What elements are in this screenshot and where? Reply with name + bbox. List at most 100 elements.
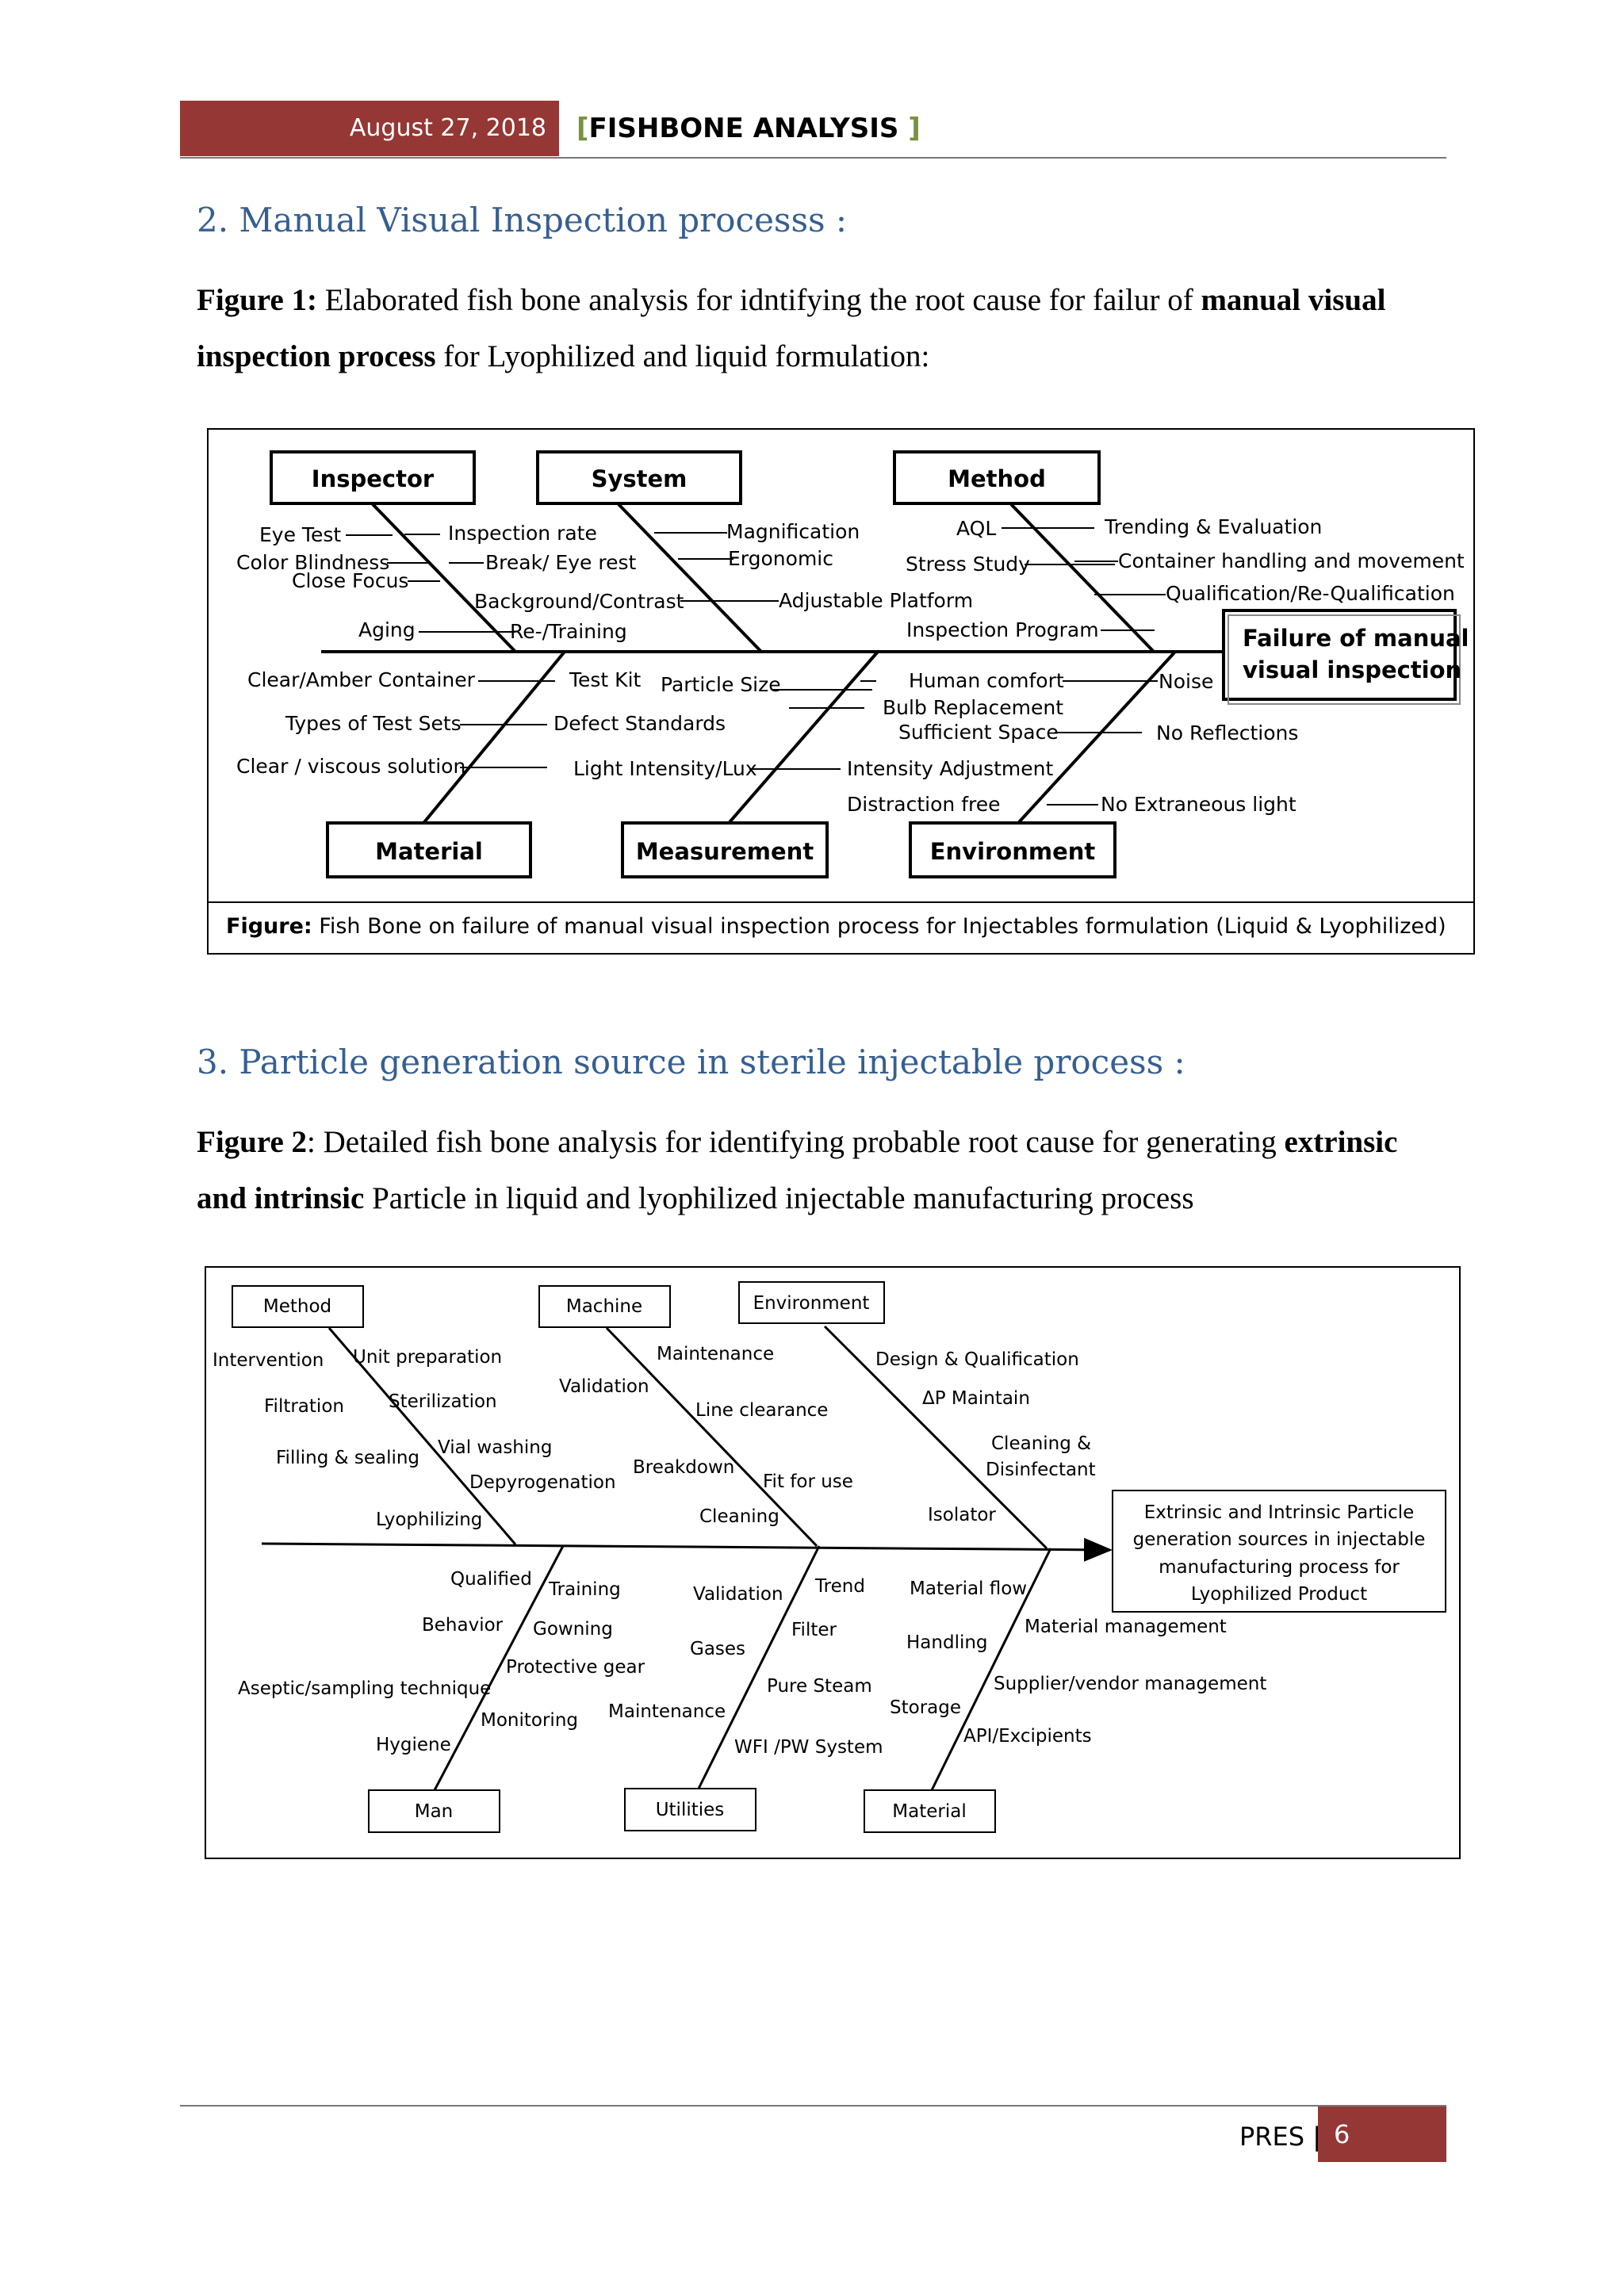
cause-adjustable-platform: Adjustable Platform [779,589,973,612]
bone-material-2 [930,1548,1052,1791]
svg-text:Lyophilized Product: Lyophilized Product [1191,1584,1367,1605]
cause-wfi-pw-system: WFI /PW System [734,1737,883,1758]
category-box-method: Method [893,450,1101,505]
figure-1-bold-text: manual visual inspection process [197,283,1386,373]
cause-storage: Storage [890,1697,961,1718]
section-2-heading: 2. Manual Visual Inspection processs : [197,201,848,239]
cause-api-excipients: API/Excipients [963,1726,1092,1747]
figure-2-frame [205,1266,1461,1859]
footer-rule [180,2105,1446,2107]
cause-sufficient-space: Sufficient Space [898,721,1059,744]
header-date: August 27, 2018 [180,101,559,156]
cause-clear-viscous-solution: Clear / viscous solution [236,755,465,778]
cause-inspection-rate: Inspection rate [448,522,597,545]
category-box-man: Man [368,1789,500,1833]
cause-lyophilizing: Lyophilizing [376,1510,482,1530]
header-bracket-open: [ [576,113,589,144]
cause-trend: Trend [814,1576,865,1597]
cause-light-intensity: Light Intensity/Lux [573,757,757,780]
figure-1-caption: Figure: Fish Bone on failure of manual v… [226,914,1446,939]
cause-cleaning-disinfectant-2: Disinfectant [986,1460,1096,1480]
cause-handling: Handling [906,1632,988,1653]
cause-test-kit: Test Kit [569,668,642,691]
cause-aql: AQL [956,517,996,540]
cause-noise: Noise [1159,670,1213,693]
header-title: [FISHBONE ANALYSIS ] [576,109,921,147]
cause-supplier-vendor-management: Supplier/vendor management [994,1674,1266,1694]
bone-method-2 [327,1327,517,1545]
cause-aseptic-sampling: Aseptic/sampling technique [238,1678,491,1699]
category-box-material-2: Material [864,1789,996,1833]
cause-breakdown: Breakdown [633,1457,734,1478]
cause-behavior: Behavior [422,1615,504,1636]
effect-box-figure-2: Extrinsic and Intrinsic Particle generat… [1112,1490,1446,1613]
cause-filling-sealing: Filling & sealing [276,1448,419,1468]
figure-2-spine [261,1537,1113,1562]
bone-man [433,1545,565,1791]
figure-1-description: Figure 1: Elaborated fish bone analysis … [197,272,1442,385]
bone-system [617,503,763,653]
figure-1-caption-label: Figure: [226,914,312,939]
bone-machine [605,1326,818,1548]
cause-types-of-test-sets: Types of Test Sets [285,712,462,735]
effect-box-figure-1: Failure of manual visual inspection [1222,609,1469,705]
svg-text:manufacturing process for: manufacturing process for [1159,1557,1400,1578]
cause-re-training: Re-/Training [510,620,627,643]
category-box-environment-2: Environment [738,1281,885,1324]
bone-environment-2 [823,1325,1048,1550]
category-box-system: System [536,450,742,505]
figure-1-text-b: for Lyophilized and liquid formulation: [435,339,930,373]
cause-bulb-replacement: Bulb Replacement [883,696,1063,719]
svg-text:Utilities: Utilities [656,1800,725,1820]
cause-training: Training [548,1579,621,1600]
cause-protective-gear: Protective gear [506,1657,645,1678]
cause-clear-amber-container: Clear/Amber Container [247,668,476,691]
cause-material-flow: Material flow [910,1578,1027,1599]
footer-label: PRES | [1239,2122,1321,2152]
cause-qualification: Qualification/Re-Qualification [1166,582,1455,605]
svg-text:Environment: Environment [753,1293,870,1314]
cause-qualified: Qualified [450,1569,532,1590]
cause-fit-for-use: Fit for use [763,1471,853,1492]
cause-background-contrast: Background/Contrast [474,590,684,613]
cause-monitoring: Monitoring [481,1710,578,1731]
cause-hygiene: Hygiene [376,1735,451,1755]
cause-validation-machine: Validation [559,1376,649,1397]
cause-no-extraneous-light: No Extraneous light [1101,793,1297,816]
cause-intensity-adjustment: Intensity Adjustment [847,757,1053,780]
svg-text:Failure of manual: Failure of manual [1243,625,1469,652]
svg-text:Inspector: Inspector [312,465,435,492]
svg-text:Method: Method [263,1296,331,1317]
bone-material [423,650,566,824]
figure-2-description: Figure 2: Detailed fish bone analysis fo… [197,1114,1442,1226]
svg-text:Material: Material [375,838,483,865]
svg-text:generation sources in injectab: generation sources in injectable [1133,1529,1426,1550]
svg-text:visual inspection: visual inspection [1243,656,1461,683]
category-box-machine: Machine [538,1285,671,1328]
figure-1-cause-ticks [346,527,1166,806]
figure-2-text-a: : Detailed fish bone analysis for identi… [307,1125,1285,1159]
cause-validation-utilities: Validation [693,1584,783,1605]
figure-1-frame [207,428,1475,955]
cause-container-handling: Container handling and movement [1118,549,1465,572]
cause-gowning: Gowning [533,1619,613,1640]
cause-inspection-program: Inspection Program [906,618,1099,641]
figure-1-text-a: Elaborated fish bone analysis for idntif… [317,283,1201,317]
cause-cleaning-disinfectant-1: Cleaning & [991,1433,1091,1454]
cause-intervention: Intervention [213,1350,324,1371]
cause-trending-evaluation: Trending & Evaluation [1104,515,1322,538]
cause-break-eye-rest: Break/ Eye rest [485,551,636,574]
cause-line-clearance: Line clearance [695,1400,828,1421]
cause-cleaning: Cleaning [699,1506,779,1527]
cause-maintenance-machine: Maintenance [657,1344,774,1364]
svg-text:Material: Material [892,1801,966,1822]
cause-stress-study: Stress Study [906,553,1030,576]
svg-text:Measurement: Measurement [636,838,814,865]
bone-utilities [696,1545,821,1791]
cause-color-blindness: Color Blindness [236,551,389,574]
cause-close-focus: Close Focus [292,569,408,592]
figure-2-bold-text: extrinsic and intrinsic [197,1125,1398,1215]
cause-filtration: Filtration [264,1396,344,1417]
